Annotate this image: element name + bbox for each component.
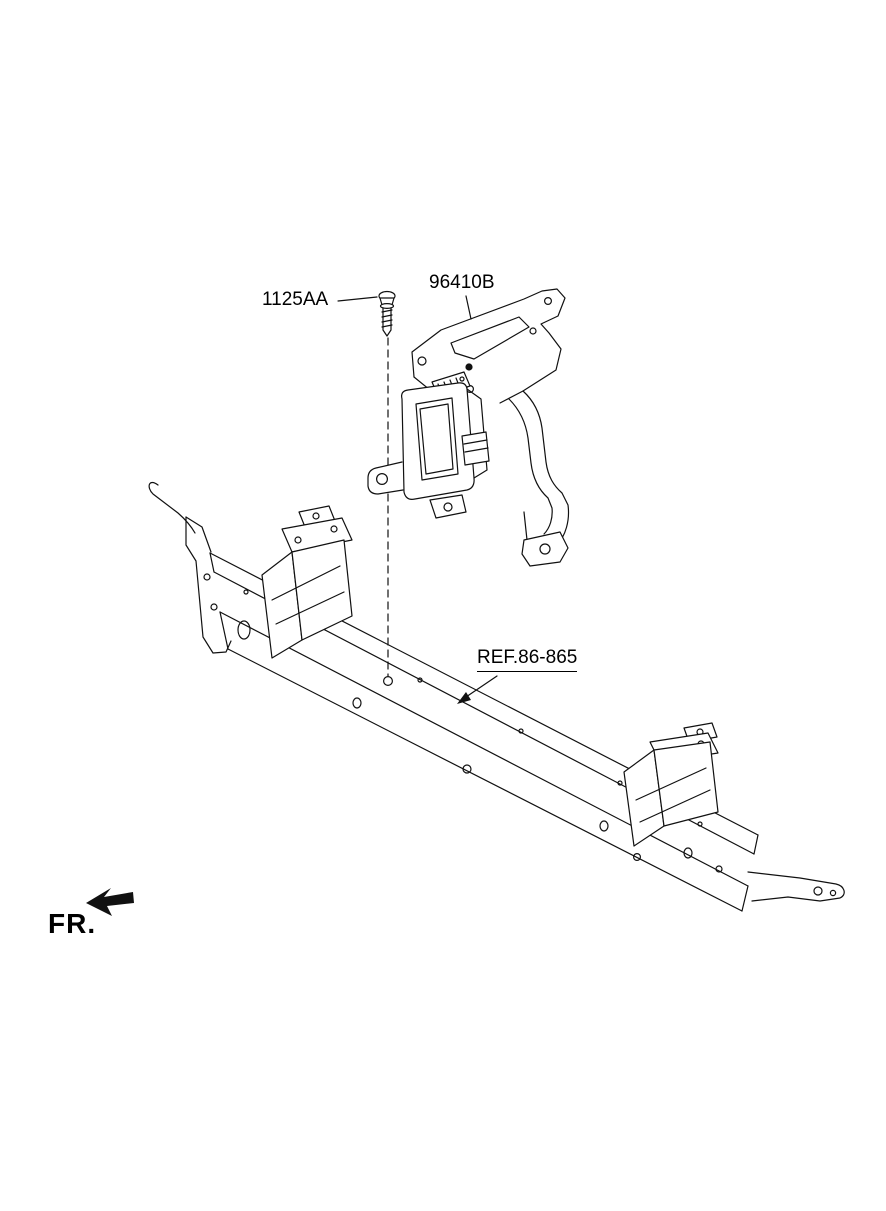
sensor-bracket-drawing (367, 288, 570, 567)
bumper-beam-drawing (148, 481, 845, 912)
front-direction-arrow-icon (86, 888, 134, 916)
part-label-bolt[interactable]: 1125AA (262, 289, 329, 310)
ref-arrowhead (457, 692, 471, 704)
front-direction-label: FR. (48, 908, 97, 939)
crash-box-mount-left (261, 505, 353, 659)
part-label-sensor-bracket[interactable]: 96410B (429, 272, 495, 293)
bolt-drawing (378, 290, 396, 337)
crash-box-mount-right (623, 722, 719, 847)
leader-lines (337, 295, 498, 704)
part-label-beam-reference[interactable]: REF.86-865 (477, 647, 578, 672)
